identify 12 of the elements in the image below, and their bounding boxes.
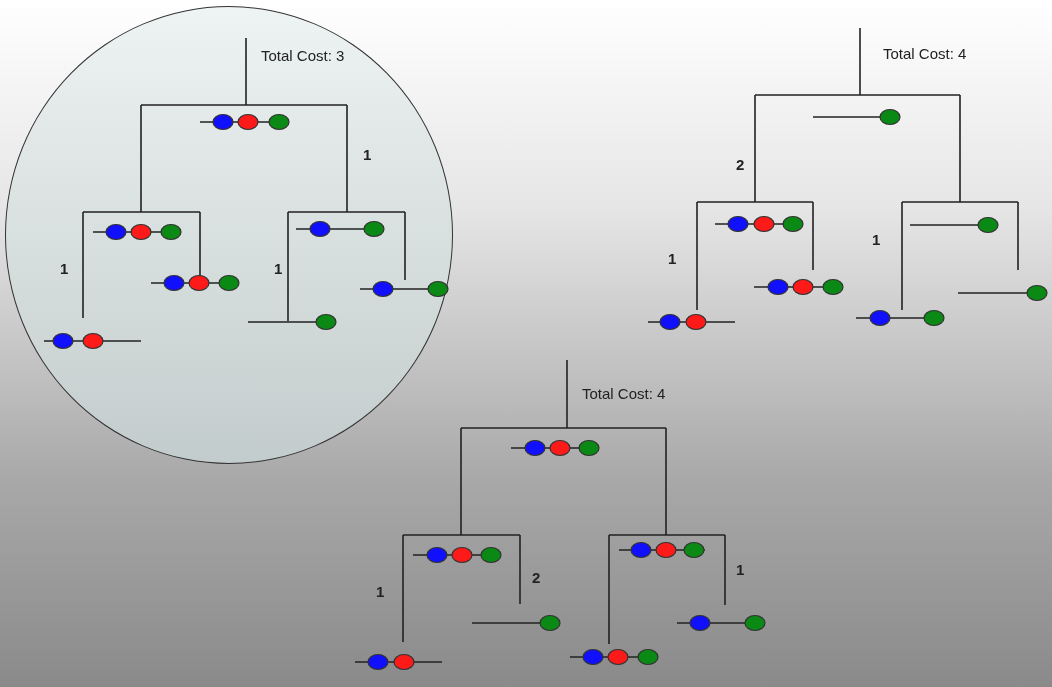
total-cost-label: Total Cost: 3 xyxy=(261,47,345,65)
branch-cost: 1 xyxy=(872,231,881,249)
branch-cost: 1 xyxy=(736,561,745,579)
branch-cost: 1 xyxy=(363,146,372,164)
total-cost-label: Total Cost: 4 xyxy=(582,385,666,403)
branch-cost: 1 xyxy=(376,583,385,601)
branch-cost: 2 xyxy=(532,569,541,587)
branch-cost: 1 xyxy=(60,260,69,278)
branch-cost: 2 xyxy=(736,156,745,174)
branch-cost: 1 xyxy=(274,260,283,278)
branch-cost: 1 xyxy=(668,250,677,268)
total-cost-label: Total Cost: 4 xyxy=(883,45,967,63)
